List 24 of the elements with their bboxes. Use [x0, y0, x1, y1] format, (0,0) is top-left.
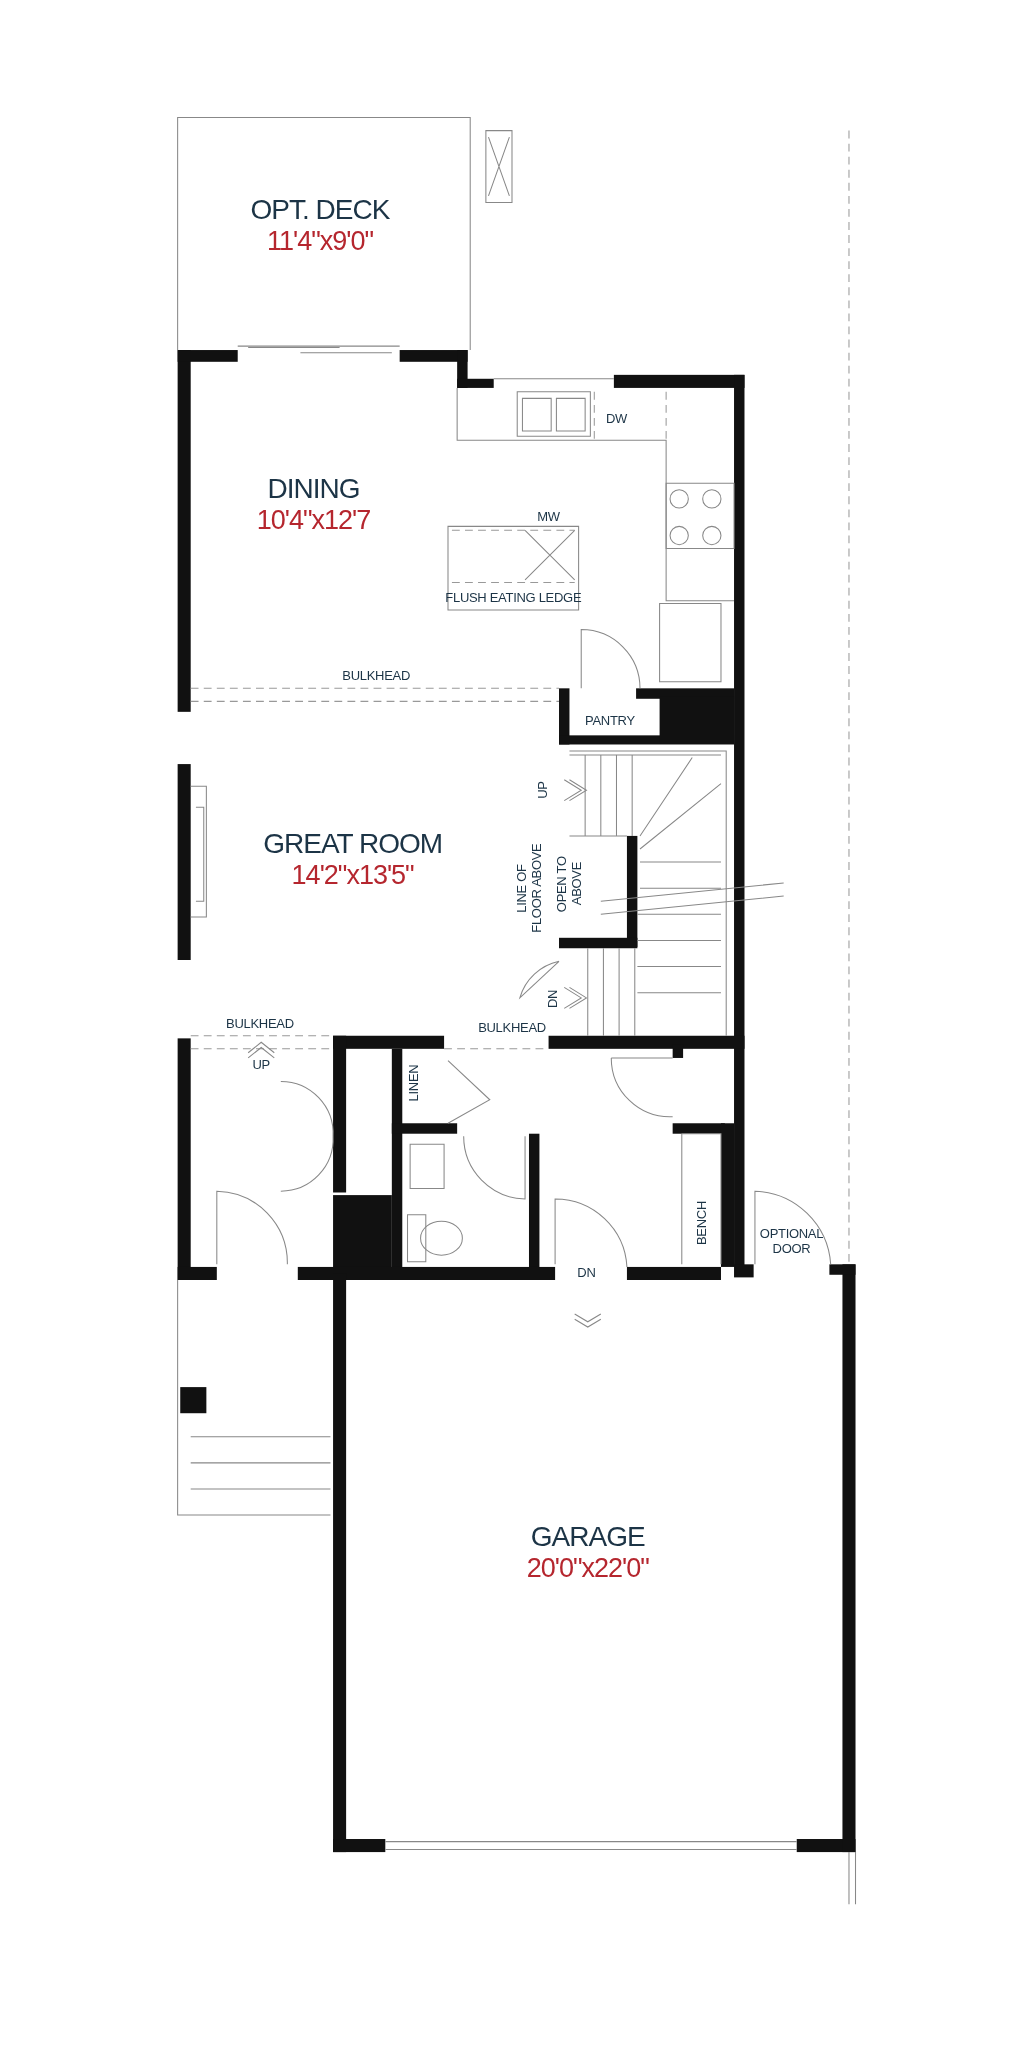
- room-name: OPT. DECK: [250, 193, 390, 226]
- room-name: DINING: [266, 473, 361, 506]
- plan-label: UP: [534, 781, 550, 799]
- plan-label: BULKHEAD: [226, 1015, 294, 1031]
- plan-label: OPTIONAL DOOR: [758, 1225, 825, 1256]
- plan-label: OPEN TO ABOVE: [554, 855, 585, 915]
- room-dimensions: 11'4"x9'0": [265, 225, 375, 256]
- room-name: GARAGE: [529, 1520, 646, 1553]
- plan-label: BULKHEAD: [342, 667, 410, 683]
- plan-label: BENCH: [693, 1200, 709, 1245]
- plan-label: DW: [605, 410, 627, 426]
- plan-label: PANTRY: [585, 712, 635, 728]
- room-name: GREAT ROOM: [263, 828, 442, 861]
- plan-label: DN: [577, 1264, 596, 1280]
- room-dimensions: 14'2"x13'5": [290, 860, 415, 891]
- plan-label: MW: [537, 508, 560, 524]
- room-dimensions: 10'4"x12'7: [256, 505, 371, 536]
- room-dimensions: 20'0"x22'0": [526, 1552, 649, 1583]
- plan-label: LINE OF FLOOR ABOVE: [513, 842, 544, 934]
- plan-label: LINEN: [405, 1064, 421, 1102]
- plan-label: DN: [545, 990, 560, 1009]
- plan-label: FLUSH EATING LEDGE: [445, 589, 582, 605]
- plan-label: BULKHEAD: [478, 1019, 546, 1035]
- plan-label: UP: [252, 1057, 270, 1072]
